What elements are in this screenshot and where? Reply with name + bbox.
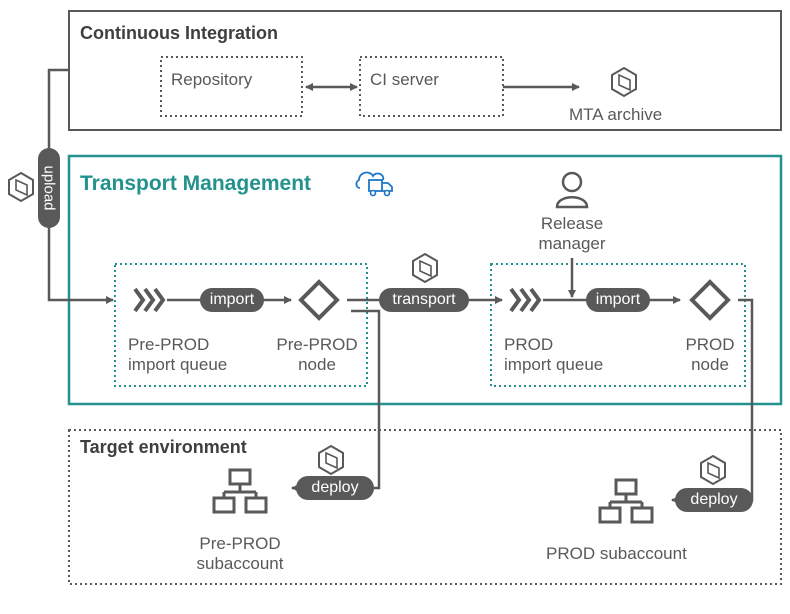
ci-server-box (359, 56, 504, 117)
prod-subaccount-label: PROD subaccount (546, 544, 687, 563)
preprod-node-label: Pre-PROD node (276, 335, 358, 375)
person-icon (555, 171, 589, 209)
preprod-queue-label: Pre-PROD import queue (128, 335, 228, 375)
preprod-subaccount-label: Pre-PROD subaccount (196, 534, 284, 574)
cloud-truck-icon (355, 171, 393, 197)
mta-archive-label: MTA archive (569, 105, 663, 124)
preprod-group (114, 263, 368, 387)
repository-box (160, 56, 303, 117)
prod-queue-label: PROD import queue (504, 335, 604, 375)
release-manager-label: Release manager (538, 214, 606, 254)
target-section-title: Target environment (80, 437, 247, 457)
upload-label: upload (40, 165, 58, 211)
ci-server-label: CI server (370, 70, 439, 89)
prod-node-diamond-icon (689, 279, 731, 321)
prod-group (490, 263, 746, 387)
prod-node-label: PROD node (685, 335, 735, 375)
prod-import-pill: import (586, 288, 650, 312)
repository-label: Repository (171, 70, 253, 89)
target-frame (68, 429, 782, 585)
preprod-deploy-pill: deploy (296, 476, 374, 500)
tm-frame (67, 154, 783, 406)
prod-deploy-pill: deploy (675, 488, 753, 512)
upload-pill: upload (38, 148, 60, 228)
preprod-import-pill: import (200, 288, 264, 312)
ci-section-title: Continuous Integration (80, 23, 278, 43)
transport-pill: transport (379, 288, 469, 312)
preprod-node-diamond-icon (298, 279, 340, 321)
tm-section-title: Transport Management (80, 172, 312, 195)
